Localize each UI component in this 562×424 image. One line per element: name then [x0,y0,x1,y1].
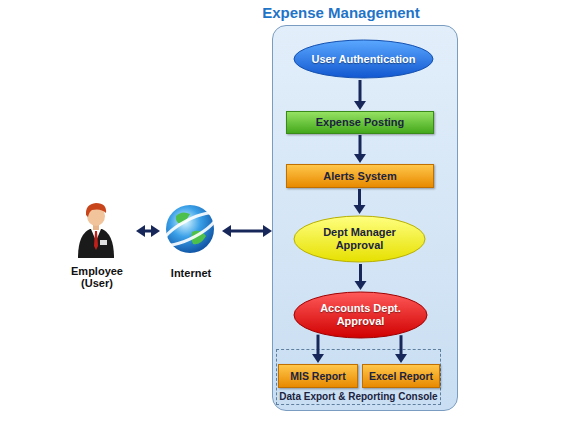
flow-arrow [355,264,367,290]
ellipse-shape [294,40,433,78]
box-label: Expense Posting [316,116,405,129]
arrow-shaft [358,189,361,206]
flow-arrow [354,189,366,214]
group-label: Data Export & Reporting Console [277,391,440,403]
report-box: MIS Report [278,364,358,388]
box-label: MIS Report [290,370,345,382]
arrow-head [354,101,366,110]
arrow-shaft [144,230,152,233]
box-label: Accounts Dept. Approval [314,302,408,327]
employee-icon [78,203,114,258]
process-ellipse: User Authentication [293,39,434,79]
arrow-head [354,154,366,163]
ellipse-shape [294,292,427,338]
node-label: Employee (User) [66,265,128,290]
network-node: Internet [160,198,222,280]
arrow-head [151,225,160,237]
flow-arrow [136,225,160,237]
report-box: Excel Report [362,364,440,388]
arrow-shaft [230,230,264,233]
box-label: User Authentication [299,53,429,66]
flow-arrow [395,335,407,363]
box-label: Alerts System [323,170,396,183]
arrow-head [312,354,324,363]
process-box: Expense Posting [286,111,434,134]
flow-arrow [354,80,366,110]
ellipse-shape [294,216,425,262]
process-box: Alerts System [286,164,434,188]
box-label: Excel Report [369,370,433,382]
approval-ellipse: Dept Manager Approval [293,215,426,263]
system-panel: Expense ManagementUser AuthenticationExp… [272,25,458,411]
arrow-head [263,225,272,237]
arrow-shaft [359,80,362,102]
approval-ellipse: Accounts Dept. Approval [293,291,428,339]
panel-title: Expense Management [251,4,431,21]
arrow-shaft [359,135,362,155]
arrow-head [136,225,145,237]
flow-arrow [354,135,366,163]
arrow-shaft [400,335,403,355]
actor-node: Employee (User) [58,198,136,290]
arrow-head [395,354,407,363]
arrow-head [355,281,367,290]
flow-arrow [222,225,272,237]
arrow-shaft [359,264,362,282]
arrow-head [222,225,231,237]
flow-arrow [312,335,324,363]
internet-globe [159,205,220,253]
console-group: Data Export & Reporting Console MIS Repor… [276,349,441,405]
box-label: Dept Manager Approval [317,226,403,251]
arrow-shaft [317,335,320,355]
node-label: Internet [161,267,221,280]
arrow-head [354,205,366,214]
